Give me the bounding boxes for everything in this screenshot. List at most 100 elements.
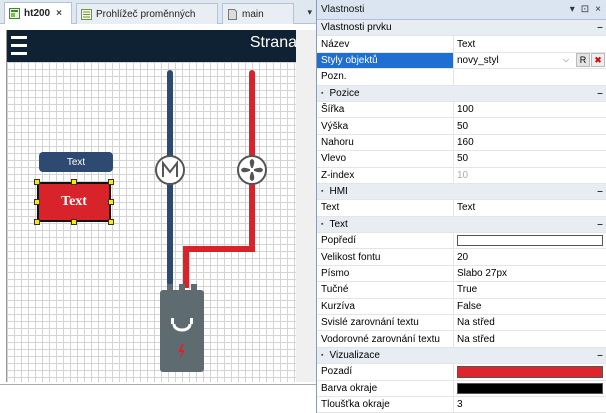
hmi-canvas[interactable]: Strana Text Text <box>6 30 296 382</box>
property-name: Šířka <box>317 101 454 118</box>
resize-handle[interactable] <box>108 179 114 185</box>
color-swatch[interactable] <box>457 382 603 394</box>
property-row[interactable]: Pozn. <box>317 69 606 86</box>
resize-handle[interactable] <box>108 199 114 205</box>
chevron-down-icon[interactable]: ⌵ <box>563 55 570 65</box>
resize-handle[interactable] <box>71 179 77 185</box>
remove-style-icon[interactable]: ✖ <box>591 53 605 68</box>
property-name: Text <box>317 200 454 216</box>
color-value[interactable] <box>454 233 606 248</box>
canvas-page-title: Strana <box>249 34 296 51</box>
tab-main[interactable]: main <box>222 3 294 24</box>
tab-label: Prohlížeč proměnných <box>96 8 196 20</box>
property-name: Název <box>317 36 454 52</box>
property-name: Styly objektů <box>317 52 454 69</box>
resize-handle[interactable] <box>34 219 40 225</box>
fan-icon[interactable] <box>236 154 268 186</box>
collapse-icon[interactable]: – <box>597 218 603 230</box>
property-value[interactable]: 160 <box>457 136 474 148</box>
category-label: Text <box>329 218 348 230</box>
property-name: Tloušťka okraje <box>317 396 454 413</box>
property-value[interactable]: Slabo 27px <box>457 268 508 280</box>
property-value[interactable]: 10 <box>457 169 469 181</box>
tab-ht200[interactable]: ht200 × <box>4 2 72 24</box>
collapse-icon[interactable]: – <box>597 22 603 34</box>
property-row[interactable]: Barva okraje <box>317 380 606 397</box>
property-name: Písmo <box>317 265 454 282</box>
category-0[interactable]: Vlastnosti prvku– <box>317 20 606 37</box>
property-name: Tučné <box>317 282 454 298</box>
tab-overflow-icon[interactable]: ▾ <box>307 7 312 17</box>
panel-dock-icon[interactable]: ⊡ <box>580 4 590 15</box>
panel-menu-icon[interactable]: ▾ <box>569 4 575 15</box>
canvas-bottom-area <box>0 384 316 413</box>
property-value[interactable]: Na střed <box>457 317 495 329</box>
collapse-icon[interactable]: – <box>597 186 603 198</box>
bullet-icon: ▪ <box>321 89 324 97</box>
property-value[interactable] <box>454 69 606 84</box>
red-pipe-down[interactable] <box>183 246 189 288</box>
hamburger-menu-icon[interactable] <box>11 36 27 56</box>
panel-close-icon[interactable]: × <box>595 4 601 15</box>
tab-label: main <box>242 8 264 20</box>
property-name: Barva okraje <box>317 380 454 396</box>
resize-handle[interactable] <box>34 199 40 205</box>
color-swatch[interactable] <box>457 235 603 247</box>
category-4[interactable]: ▪Vizualizace– <box>317 347 606 365</box>
property-row[interactable]: Popředí <box>317 233 606 250</box>
resize-handle[interactable] <box>34 179 40 185</box>
resize-handle[interactable] <box>71 219 77 225</box>
category-2[interactable]: ▪HMI– <box>317 183 606 201</box>
reset-style-button[interactable]: R <box>576 53 590 68</box>
property-value[interactable]: Text <box>457 38 476 50</box>
hmi-label-button[interactable]: Text <box>39 152 113 172</box>
property-value[interactable]: 20 <box>457 251 469 263</box>
color-value[interactable] <box>454 381 606 396</box>
property-name: Vodorovné zarovnání textu <box>317 331 454 347</box>
property-value[interactable]: 100 <box>457 104 474 116</box>
selected-text-element[interactable]: Text <box>37 182 111 222</box>
property-value[interactable]: 50 <box>457 153 469 165</box>
collapse-icon[interactable]: – <box>597 350 603 361</box>
resize-handle[interactable] <box>108 219 114 225</box>
category-3[interactable]: ▪Text– <box>317 216 606 234</box>
color-swatch[interactable] <box>457 366 603 378</box>
canvas-grid[interactable] <box>7 62 296 382</box>
tank-icon[interactable] <box>159 284 205 374</box>
collapse-icon[interactable]: – <box>597 87 603 99</box>
style-combobox[interactable]: novy_styl⌵R✖ <box>454 53 606 68</box>
property-value[interactable]: 3 <box>457 399 463 411</box>
property-row[interactable]: Pozadí <box>317 364 606 381</box>
property-value[interactable]: 50 <box>457 120 469 132</box>
property-name: Pozadí <box>317 364 454 380</box>
color-value[interactable] <box>454 364 606 379</box>
close-icon[interactable]: × <box>56 8 62 19</box>
category-1[interactable]: ▪Pozice– <box>317 85 606 102</box>
property-value[interactable]: False <box>457 300 482 312</box>
property-value[interactable]: True <box>457 284 478 296</box>
property-name: Z-index <box>317 167 454 183</box>
property-value[interactable]: Text <box>457 202 476 214</box>
tab-label: ht200 <box>24 8 51 19</box>
red-pipe-horizontal[interactable] <box>183 246 255 252</box>
property-value[interactable]: Na střed <box>457 333 495 345</box>
tab-variable-browser[interactable]: Prohlížeč proměnných <box>76 3 218 24</box>
canvas-vertical-scrollbar[interactable] <box>296 30 316 382</box>
motor-icon[interactable] <box>154 154 186 186</box>
